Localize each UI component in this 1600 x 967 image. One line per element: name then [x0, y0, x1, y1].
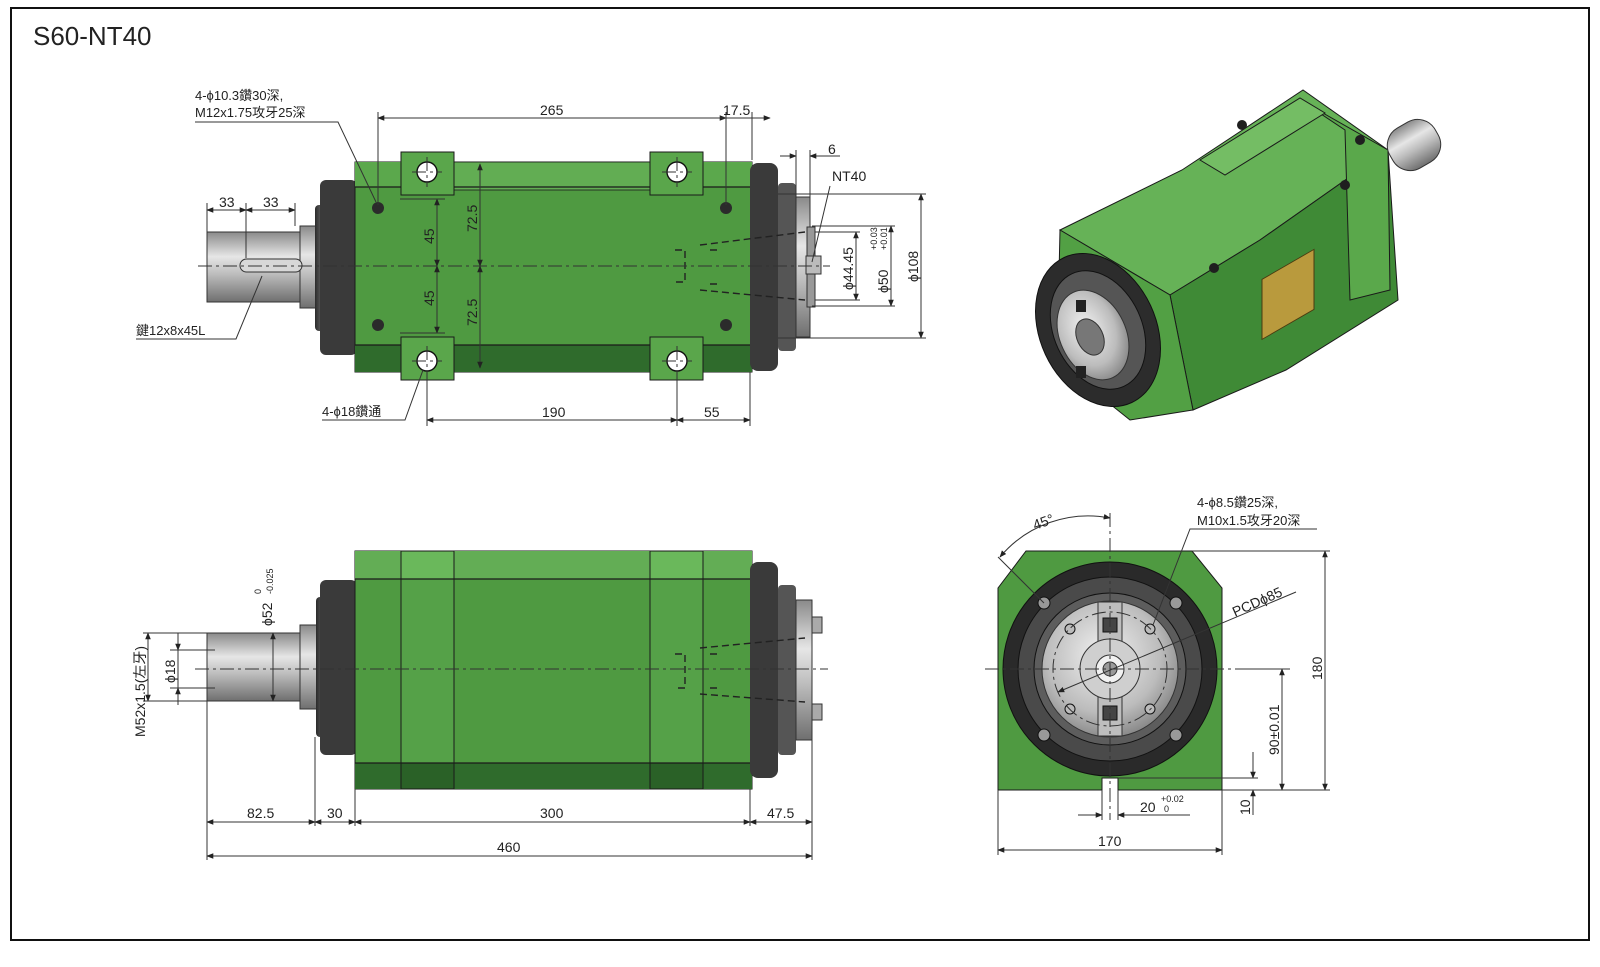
iso-drive-key — [1076, 366, 1086, 378]
dim-47-5: 47.5 — [767, 805, 794, 821]
isometric-view — [1035, 89, 1442, 421]
iso-rear-pad — [1299, 99, 1391, 301]
iso-hole — [1340, 180, 1350, 190]
drive-key — [805, 255, 822, 275]
dia-52-tol-upper: 0 — [253, 589, 263, 594]
iso-spindle-bore — [1075, 318, 1105, 356]
dim-170: 170 — [1098, 833, 1122, 849]
note-holes-line2: M12x1.75攻牙25深 — [195, 105, 306, 120]
dim-82-5: 82.5 — [247, 805, 274, 821]
side-pad-right — [649, 550, 704, 790]
tapped-hole — [372, 202, 384, 214]
tapped-hole — [720, 202, 732, 214]
dim-55: 55 — [704, 404, 720, 420]
iso-top-rib — [1199, 97, 1326, 176]
side-key-top — [811, 616, 823, 634]
dia-44-45: ϕ44.45 — [840, 247, 856, 290]
front-flange — [750, 163, 778, 371]
dim-20-tol-lower: 0 — [1164, 804, 1169, 814]
nameplate — [1261, 248, 1315, 341]
tapped-hole — [720, 319, 732, 331]
flange-bolt — [1169, 596, 1183, 610]
dim-10: 10 — [1237, 799, 1253, 815]
side-pad-left — [400, 550, 455, 790]
iso-spindle-tail — [1386, 118, 1442, 172]
dim-190: 190 — [542, 404, 566, 420]
thread-label: M52x1.5(左牙) — [132, 646, 148, 737]
note-through-holes: 4-ϕ18鑽通 — [322, 404, 381, 419]
flange-bolt — [1169, 728, 1183, 742]
dim-180: 180 — [1309, 656, 1325, 680]
pcd-label: PCDϕ85 — [1230, 583, 1285, 619]
side-pad-left-bottom — [400, 762, 455, 790]
flange-bolt — [1037, 728, 1051, 742]
dim-72-5-top: 72.5 — [464, 205, 480, 232]
side-key-bottom — [811, 703, 823, 721]
dim-45-top: 45 — [421, 228, 437, 244]
dim-265: 265 — [540, 102, 564, 118]
dia-50-tol-lower: +0.01 — [879, 227, 889, 250]
dia-50-tol-upper: +0.03 — [869, 227, 879, 250]
side-front-flange — [750, 562, 778, 778]
side-shaft — [206, 632, 310, 702]
dim-20-tol-upper: +0.02 — [1161, 794, 1184, 804]
dia-52-tol-lower: -0.025 — [265, 568, 275, 594]
iso-hole — [1355, 135, 1365, 145]
side-pad-right-bottom — [649, 762, 704, 790]
side-spindle-nose — [795, 599, 813, 741]
dim-72-5-bottom: 72.5 — [464, 299, 480, 326]
side-front-ring — [778, 585, 796, 755]
dim-17-5: 17.5 — [723, 102, 750, 118]
front-note-line1: 4-ϕ8.5鑽25深, — [1197, 495, 1278, 510]
iso-drive-key — [1076, 300, 1086, 312]
side-view: M52x1.5(左牙) ϕ18 ϕ52 0 -0.025 82.5 30 300… — [132, 550, 828, 860]
sheet-border — [10, 7, 1590, 941]
front-view: 45° 4-ϕ8.5鑽25深, M10x1.5攻牙20深 PCDϕ85 180 … — [985, 495, 1330, 855]
side-rear-cap — [320, 580, 357, 755]
dia-108: ϕ108 — [905, 251, 921, 282]
side-pad-left-top — [400, 550, 455, 580]
front-ring — [778, 183, 796, 351]
side-pad-right-top — [649, 550, 704, 580]
body-top-band — [452, 161, 652, 191]
iso-hole — [1209, 263, 1219, 273]
drawing-title: S60-NT40 — [33, 21, 152, 51]
note-holes-line1: 4-ϕ10.3鑽30深, — [195, 88, 283, 103]
tapped-hole — [372, 319, 384, 331]
note-key: 鍵12x8x45L — [136, 323, 205, 338]
dim-300: 300 — [540, 805, 564, 821]
top-view: 265 17.5 6 NT40 33 33 4-ϕ10.3鑽30深, M12x1… — [136, 88, 926, 426]
front-note-line2: M10x1.5攻牙20深 — [1197, 513, 1300, 528]
dim-45-bottom: 45 — [421, 290, 437, 306]
dim-33-b: 33 — [263, 194, 279, 210]
dim-20: 20 — [1140, 799, 1156, 815]
dim-33-a: 33 — [219, 194, 235, 210]
angle-45: 45° — [1031, 511, 1056, 533]
dim-460: 460 — [497, 839, 521, 855]
dia-18: ϕ18 — [162, 659, 178, 683]
dim-6: 6 — [828, 141, 836, 157]
dim-30: 30 — [327, 805, 343, 821]
dia-52: ϕ52 — [259, 602, 275, 626]
rear-cap — [320, 180, 357, 355]
iso-hole — [1237, 120, 1247, 130]
dia-50: ϕ50 — [875, 269, 891, 293]
label-nt40: NT40 — [832, 168, 866, 184]
dim-90: 90±0.01 — [1266, 704, 1282, 755]
